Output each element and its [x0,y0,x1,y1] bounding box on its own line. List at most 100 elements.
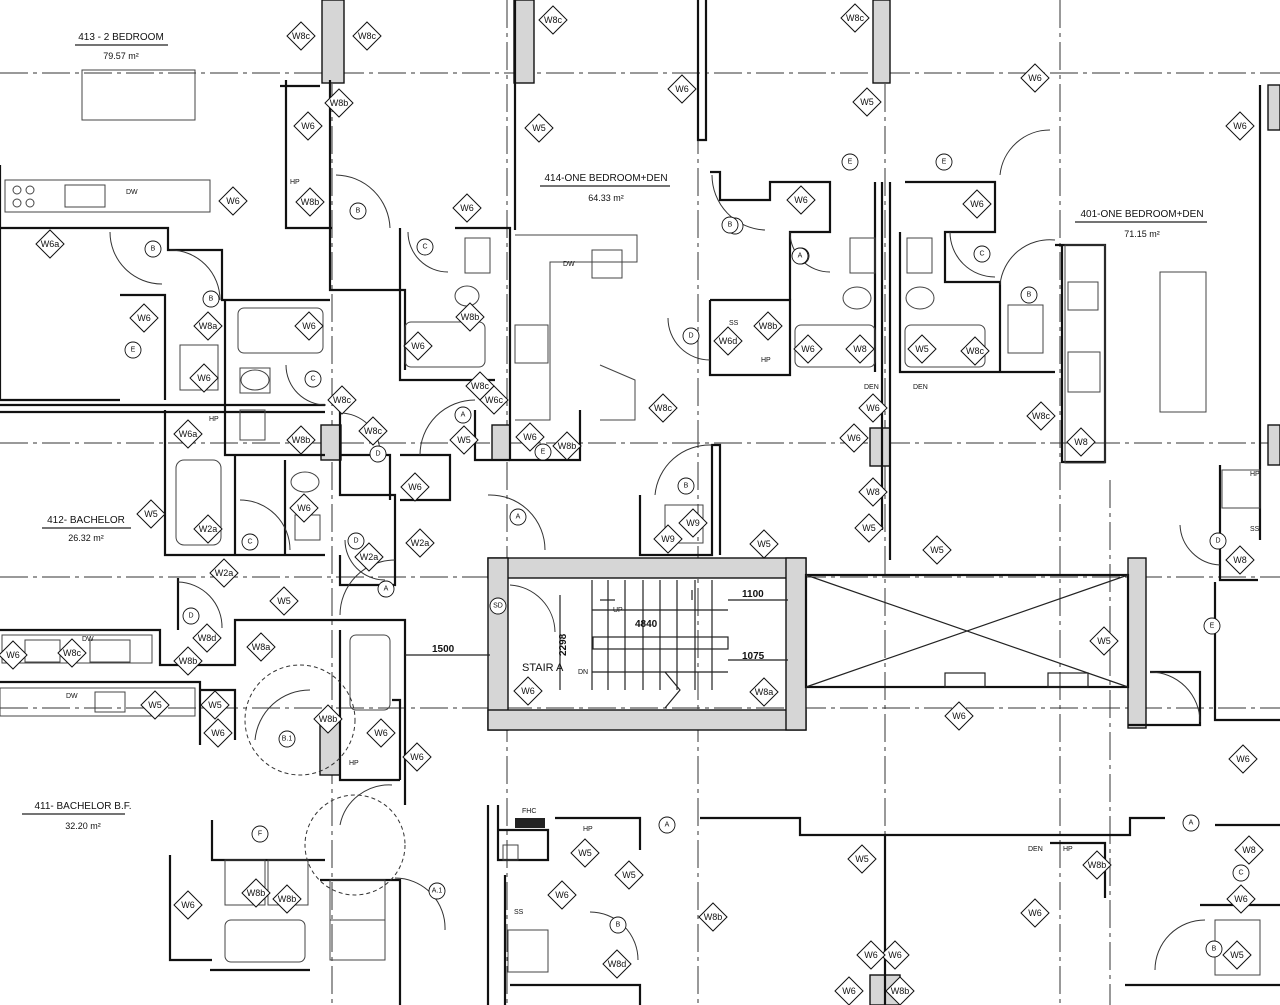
wall-tag-label: W5 [930,545,944,555]
wall-tag: W5 [922,535,952,565]
door-tag: D [182,607,200,625]
wall-tag: W5 [1089,626,1119,656]
room-area: 64.33 m² [588,193,624,203]
wall-tag: W8 [1234,835,1264,865]
wall-tag-label: W6 [301,121,315,131]
stair-label: STAIR A [522,662,564,674]
wall-tag: W8 [858,477,888,507]
wall-tag: W6 [189,363,219,393]
wall-tag-label: W8d [608,959,627,969]
wall-tag: W8c [648,393,678,423]
wall-tag: W6 [1226,884,1256,914]
heat-pump-label: HP [1250,471,1260,478]
door-tag: B [349,202,367,220]
door-tag-label: B [209,296,214,303]
wall-tag-label: W2a [215,568,234,578]
door-tag-label: C [979,251,984,258]
wall-tag-label: W8c [63,648,82,658]
wall-tag: W8c [352,21,382,51]
door-tag: C [1232,864,1250,882]
wall-tag-label: W6 [888,950,902,960]
concrete-elements [319,0,1280,1005]
wall-tag-label: W6d [719,336,738,346]
wall-tag: W6 [400,472,430,502]
wall-tag-label: W8c [846,13,865,23]
wall-tag-label: W2a [360,552,379,562]
door-tag: A.1 [428,882,446,900]
wall-tag: W6 [1020,63,1050,93]
wall-tag-label: W6 [1028,73,1042,83]
wall-tag-label: W5 [144,509,158,519]
heat-pump-label: HP [1063,846,1073,853]
door-tag: A [509,508,527,526]
wall-tag: W6 [294,311,324,341]
wall-tag-label: W5 [277,596,291,606]
wall-tag: W5 [749,529,779,559]
fixtures [0,69,1261,976]
dishwasher-label: DW [82,636,94,643]
wall-tag: W8c [358,416,388,446]
door-tag: A [454,406,472,424]
wall-tag-label: W8c [966,346,985,356]
wall-tag: W6 [0,640,28,670]
door-tag-label: B [1212,946,1217,953]
door-tag-label: C [247,539,252,546]
heat-pump-label: HP [209,416,219,423]
dimension-4840: 4840 [635,619,658,630]
wall-tag-label: W6 [970,199,984,209]
wall-tag: W6d [713,326,743,356]
wall-tag-label: W6 [137,313,151,323]
wall-tag-label: W6c [485,395,504,405]
door-tag: E [534,443,552,461]
wall-tag-label: W9 [686,518,700,528]
wall-tag: W6 [944,701,974,731]
wall-tag-label: W8a [252,642,271,652]
wall-tag-label: W8c [654,403,673,413]
wall-tag-label: W6 [794,195,808,205]
wall-tag-label: W6 [460,203,474,213]
wall-tag-label: W6a [179,429,198,439]
wall-tag: W6 [452,193,482,223]
wall-tag: W8b [753,311,783,341]
dimension-2298: 2298 [558,633,569,656]
wall-tag: W8c [57,638,87,668]
wall-tag-label: W6 [411,341,425,351]
wall-tag: W2a [193,514,223,544]
door-tag-label: D [375,451,380,458]
elevator-shaft [805,574,1129,688]
door-tag-label: E [1210,623,1215,630]
wall-tag: W8d [192,623,222,653]
wall-tag-label: W5 [532,123,546,133]
wall-tag-label: W6 [297,503,311,513]
door-tag: B [202,290,220,308]
door-tag: B [609,916,627,934]
wall-tag: W6 [402,742,432,772]
heat-pump-label: HP [761,357,771,364]
wall-tag: W8c [327,385,357,415]
wall-tag-label: W8b [179,656,198,666]
wall-tag: W6 [1020,898,1050,928]
wall-tag-label: W5 [1230,950,1244,960]
wall-tag-label: W6 [374,728,388,738]
door-tag: D [682,327,700,345]
door-tag-label: A.1 [432,888,443,895]
wall-tag-label: W5 [915,344,929,354]
wall-tag: W8b [1082,850,1112,880]
wall-tag-label: W5 [208,700,222,710]
wall-tag-label: W8c [471,381,490,391]
wall-tag-label: W8b [247,888,266,898]
door-tag: B [1020,286,1038,304]
wall-tag-label: W8b [319,714,338,724]
door-tag: C [304,370,322,388]
room-name: 412- BACHELOR [47,515,125,526]
door-tag: A [658,816,676,834]
door-tag: A [377,580,395,598]
wall-tag-label: W6 [226,196,240,206]
wall-tag: W8b [324,88,354,118]
wall-tag: W6 [366,718,396,748]
wall-tag: W8a [193,311,223,341]
wall-tag-label: W5 [860,97,874,107]
door-tag: D [1209,532,1227,550]
wall-tag: W8b [173,646,203,676]
